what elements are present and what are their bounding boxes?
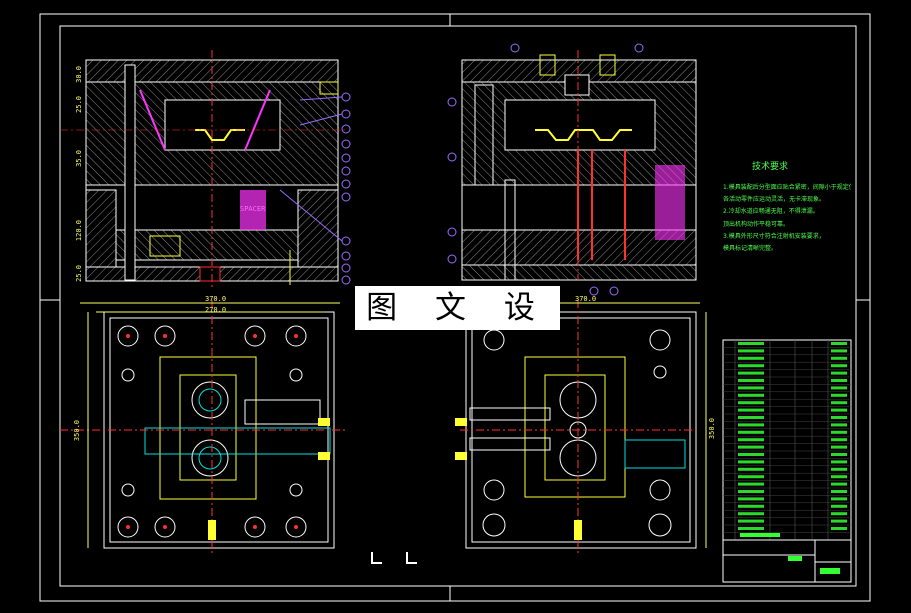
dim-section-h4: 120.0: [75, 220, 83, 242]
parts-row-mark: [738, 371, 764, 375]
parts-list: [722, 339, 852, 583]
parts-row-mark: [738, 349, 764, 353]
plan-view-left: [60, 300, 345, 555]
parts-row-mark: [738, 364, 764, 368]
parts-row-mark: [831, 364, 847, 368]
sheet-border: [39, 13, 871, 602]
parts-row-mark: [831, 467, 847, 471]
parts-row-mark: [831, 497, 847, 501]
parts-row-mark: [738, 430, 764, 434]
parts-row-mark: [738, 467, 764, 471]
dim-plan-right-height: 350.0: [708, 418, 716, 440]
parts-row-mark: [831, 438, 847, 442]
parts-row-mark: [738, 445, 764, 449]
parts-row-mark: [831, 504, 847, 508]
parts-row-mark: [831, 408, 847, 412]
parts-row-mark: [831, 401, 847, 405]
balloons-right: [447, 43, 644, 296]
parts-row-mark: [738, 393, 764, 397]
parts-row-mark: [738, 356, 764, 360]
dim-plan-left-width: 370.0: [205, 295, 227, 303]
parts-row-mark: [831, 379, 847, 382]
dim-plan-left-height: 350.0: [73, 420, 81, 442]
plan-view-right: [455, 300, 707, 555]
dim-plan-left-inner: 270.0: [205, 306, 227, 314]
dim-section-h5: 25.0: [75, 265, 83, 282]
tech-note-line: 2.冷却水道应畅通无阻，不得泄漏。: [723, 208, 819, 216]
parts-row-mark: [831, 460, 847, 464]
center-part-label: SPACER: [240, 205, 266, 213]
parts-row-mark: [831, 482, 847, 486]
parts-row-mark: [738, 497, 764, 501]
parts-row-mark: [738, 386, 764, 390]
dim-section-h2: 25.0: [75, 96, 83, 113]
parts-row-mark: [831, 475, 847, 479]
parts-row-mark: [738, 490, 764, 493]
parts-row-mark: [738, 342, 764, 345]
parts-row-mark: [738, 408, 764, 412]
tech-requirements-notes: 1.模具装配后分型面应贴合紧密，间隙小于规定值。 各活动零件应运动灵活，无卡滞现…: [723, 182, 851, 255]
parts-row-mark: [738, 453, 764, 456]
dim-plan-right-width: 370.0: [575, 295, 597, 303]
section-view-right: [461, 50, 697, 281]
parts-row-mark: [831, 416, 847, 419]
parts-row-mark: [831, 342, 847, 345]
parts-row-mark: [738, 401, 764, 405]
parts-row-mark: [738, 438, 764, 442]
dim-section-h3: 35.0: [75, 150, 83, 167]
parts-row-mark: [831, 423, 847, 427]
tech-note-line: 各活动零件应运动灵活，无卡滞现象。: [723, 196, 826, 204]
parts-row-mark: [831, 430, 847, 434]
dim-section-h1: 30.0: [75, 66, 83, 83]
tech-requirements-title: 技术要求: [752, 162, 789, 172]
parts-row-mark: [831, 393, 847, 397]
parts-row-mark: [738, 379, 764, 382]
parts-row-mark: [738, 460, 764, 464]
parts-row-mark: [738, 423, 764, 427]
parts-row-mark: [831, 386, 847, 390]
parts-row-mark: [738, 519, 764, 523]
parts-row-mark: [831, 349, 847, 353]
balloons-left: [279, 92, 351, 285]
parts-row-mark: [738, 416, 764, 419]
tech-note-line: 模具标记清晰完整。: [723, 245, 778, 253]
watermark-banner: 图 文 设 计: [355, 286, 560, 370]
parts-row-mark: [738, 527, 764, 530]
parts-row-mark: [831, 519, 847, 523]
tech-note-line: 1.模具装配后分型面应贴合紧密，间隙小于规定值。: [723, 184, 851, 191]
parts-row-mark: [831, 356, 847, 360]
parts-row-mark: [738, 504, 764, 508]
parts-row-mark: [831, 453, 847, 456]
section-view-left: [60, 50, 345, 290]
parts-row-mark: [738, 482, 764, 486]
parts-row-mark: [831, 445, 847, 449]
parts-row-mark: [738, 512, 764, 516]
parts-row-mark: [831, 490, 847, 493]
parts-row-mark: [831, 527, 847, 530]
parts-row-mark: [831, 371, 847, 375]
section-marks: [371, 552, 417, 564]
parts-row-mark: [738, 475, 764, 479]
parts-row-mark: [831, 512, 847, 516]
tech-note-line: 3.模具外形尺寸符合注射机安装要求，: [723, 232, 825, 240]
tech-note-line: 顶出机构动作平稳可靠。: [723, 220, 790, 228]
